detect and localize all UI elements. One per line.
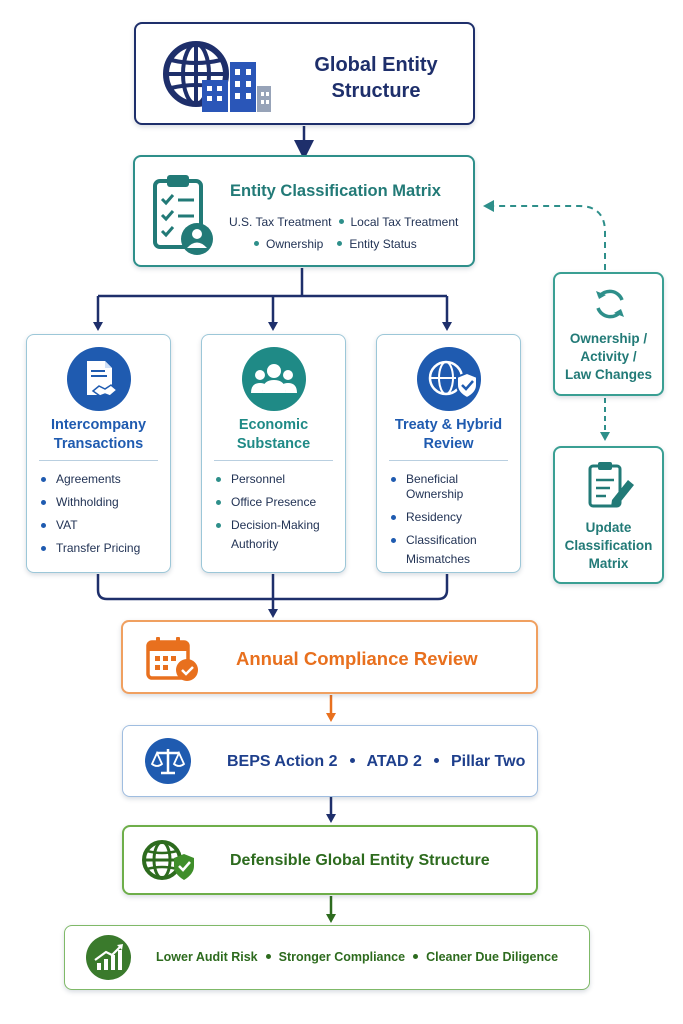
- page-title: Global Entity Structure: [314, 54, 438, 102]
- list-item: Beneficial Ownership: [391, 472, 514, 502]
- beps-atad-pillar-node: BEPS Action 2 ATAD 2 Pillar Two: [122, 725, 538, 797]
- trigger-label: Ownership /Activity /Law Changes: [564, 331, 653, 382]
- list-item: VAT: [41, 518, 164, 533]
- defensible-title: Defensible Global Entity Structure: [230, 852, 490, 869]
- clipboard-edit-icon: [588, 462, 634, 508]
- list-item: Agreements: [41, 472, 164, 487]
- global-entity-structure-node: Global Entity Structure: [134, 22, 475, 125]
- growth-chart-icon: [86, 935, 131, 980]
- atad-item: ATAD 2: [366, 753, 422, 770]
- list-item: Decision-Making: [216, 518, 339, 533]
- list-item: Withholding: [41, 495, 164, 510]
- annual-title: Annual Compliance Review: [236, 648, 478, 669]
- outcome-compliance: Stronger Compliance: [278, 950, 406, 964]
- defensible-structure-node: Defensible Global Entity Structure: [122, 825, 538, 895]
- outcome-due-diligence: Cleaner Due Diligence: [426, 950, 559, 964]
- globe-buildings-icon: [163, 41, 271, 112]
- pillar-item: Pillar Two: [450, 753, 526, 770]
- matrix-item-local-tax: Local Tax Treatment: [350, 215, 459, 229]
- beps-item: BEPS Action 2: [227, 753, 338, 770]
- outcomes-node: Lower Audit Risk Stronger Compliance Clean…: [64, 925, 590, 990]
- globe-check-icon: [142, 840, 194, 880]
- annual-compliance-review-node: Annual Compliance Review: [121, 620, 538, 694]
- document-handshake-icon: [67, 347, 131, 411]
- list-item: Residency: [391, 510, 514, 525]
- matrix-title: Entity Classification Matrix: [230, 182, 441, 200]
- list-item-continued: Mismatches: [406, 552, 471, 566]
- list-item: Personnel: [216, 472, 339, 487]
- matrix-item-entity-status: Entity Status: [349, 237, 417, 251]
- list-item: Office Presence: [216, 495, 339, 510]
- scales-icon: [145, 738, 191, 784]
- outcome-audit-risk: Lower Audit Risk: [156, 950, 258, 964]
- ownership-activity-law-changes-node: Ownership /Activity /Law Changes: [553, 272, 664, 396]
- list-item: Transfer Pricing: [41, 541, 164, 556]
- list-item: Classification: [391, 533, 514, 548]
- list-item-continued: Authority: [231, 537, 279, 551]
- globe-shield-icon: [417, 347, 481, 411]
- arrow-matrix-to-columns: [96, 268, 449, 326]
- refresh-cycle-icon: [596, 289, 624, 319]
- matrix-item-ownership: Ownership: [266, 237, 324, 251]
- people-group-icon: [242, 347, 306, 411]
- entity-classification-matrix-node: Entity Classification Matrix U.S. Tax Tr…: [133, 155, 475, 267]
- matrix-item-us-tax: U.S. Tax Treatment: [229, 215, 332, 229]
- calendar-check-icon: [146, 637, 198, 681]
- clipboard-checklist-icon: [153, 175, 213, 255]
- arrow-columns-to-annual: [96, 574, 449, 612]
- dashed-feedback-to-matrix: [490, 205, 606, 270]
